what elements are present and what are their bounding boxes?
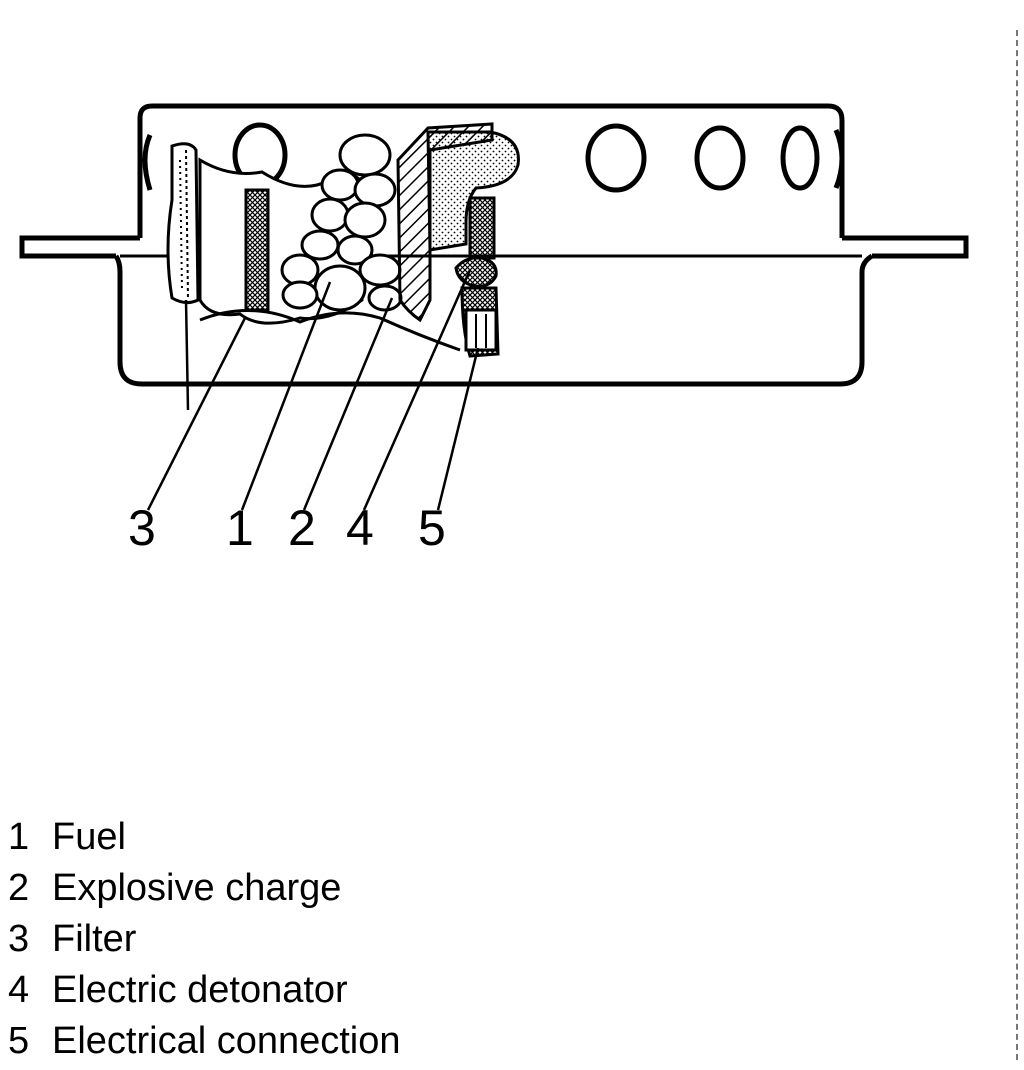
callout-1: 1 (226, 500, 254, 556)
legend-label: Fuel (52, 816, 126, 858)
callout-5: 5 (418, 500, 446, 556)
leader-line-3 (184, 299, 190, 411)
legend-item: 4 Electric detonator (8, 965, 401, 1016)
outlet-hole (780, 125, 820, 191)
outlet-hole-edge (833, 129, 845, 189)
callout-4: 4 (346, 500, 374, 556)
outlet-hole (694, 125, 746, 191)
fuel-cylinder-wall (244, 188, 270, 312)
legend-number: 2 (8, 867, 30, 909)
outlet-holes (142, 122, 845, 193)
legend-item: 3 Filter (8, 914, 401, 965)
legend-label: Filter (52, 918, 137, 960)
callout-3: 3 (128, 500, 156, 556)
housing-flange (19, 235, 969, 259)
leader-line-2 (302, 297, 394, 511)
filter-element (166, 142, 200, 305)
legend-label: Electric detonator (52, 969, 348, 1011)
fuel-pellets (280, 133, 403, 312)
callout-2: 2 (288, 500, 316, 556)
legend-item: 2 Explosive charge (8, 863, 401, 914)
electric-detonator (468, 196, 496, 260)
legend-number: 5 (8, 1020, 30, 1062)
housing-upper-shell (137, 103, 845, 238)
legend-label: Electrical connection (52, 1020, 401, 1062)
legend-label: Explosive charge (52, 867, 342, 909)
legend-number: 3 (8, 918, 30, 960)
legend-number: 1 (8, 816, 30, 858)
legend-item: 5 Electrical connection (8, 1016, 401, 1067)
leader-lines (146, 269, 480, 511)
page-edge-dashed-line (1016, 30, 1018, 1060)
leader-line-3b (146, 317, 247, 511)
leader-line-1 (240, 281, 332, 511)
outlet-hole-edge (142, 134, 153, 191)
outlet-hole (585, 123, 647, 193)
cutaway-interior (166, 122, 520, 358)
legend-item: 1 Fuel (8, 812, 401, 863)
legend-number: 4 (8, 969, 30, 1011)
explosive-charge (426, 130, 520, 252)
leader-line-4 (362, 269, 472, 511)
housing-lower-cup (113, 253, 874, 387)
leader-line-5 (436, 347, 480, 511)
